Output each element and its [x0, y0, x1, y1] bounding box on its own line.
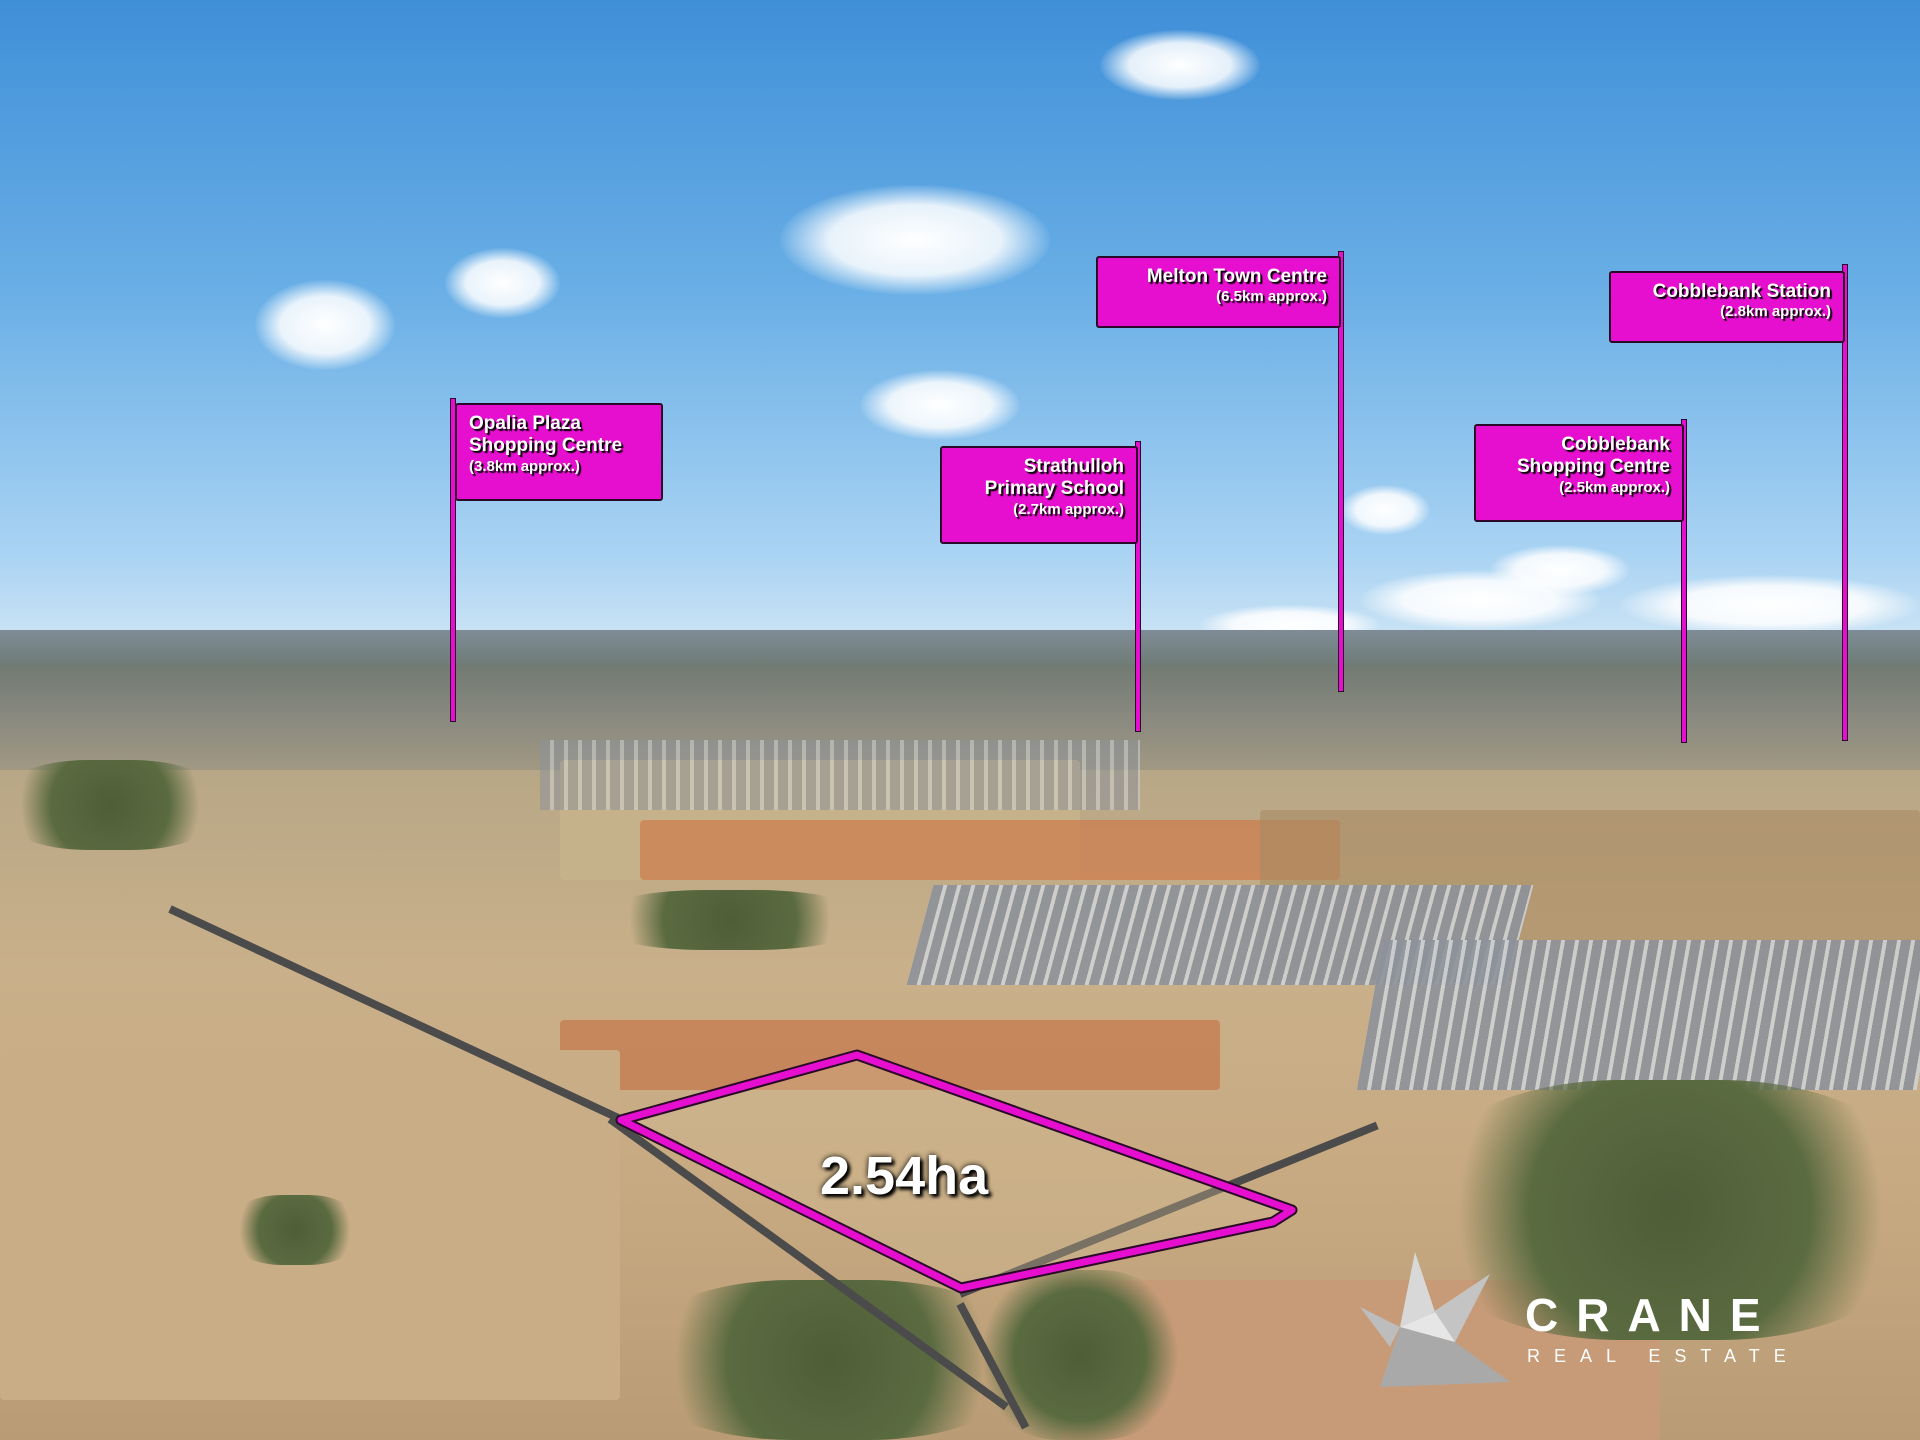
flag-pole	[1135, 441, 1141, 732]
flag-distance: (2.5km approx.)	[1559, 478, 1670, 496]
cleared-land	[640, 820, 1340, 880]
tree-cluster	[230, 1195, 360, 1265]
brand-name: CRANE	[1525, 1289, 1779, 1341]
crane-logo-icon	[1360, 1252, 1510, 1387]
tree-cluster	[1420, 1080, 1920, 1340]
flag-name: Cobblebank Station	[1652, 281, 1831, 302]
cloud	[1360, 570, 1600, 630]
flag-melton-town-centre: Melton Town Centre (6.5km approx.)	[1096, 256, 1341, 328]
distant-hills	[0, 630, 1920, 670]
flag-pole	[1681, 419, 1687, 743]
flag-name: Cobblebank	[1561, 434, 1670, 455]
flag-distance: (2.8km approx.)	[1720, 303, 1831, 321]
flag-strathulloh-school: Strathulloh Primary School (2.7km approx…	[940, 446, 1138, 544]
flag-name: Melton Town Centre	[1146, 266, 1327, 287]
flag-name: Shopping Centre	[469, 435, 623, 457]
cloud	[445, 248, 560, 318]
flag-cobblebank-station: Cobblebank Station (2.8km approx.)	[1609, 271, 1845, 343]
flag-name: Primary School	[984, 478, 1124, 500]
tree-cluster	[0, 760, 220, 850]
cloud	[1100, 30, 1260, 100]
flag-distance: (3.8km approx.)	[469, 457, 580, 475]
flag-pole	[1842, 264, 1848, 741]
cloud	[255, 280, 395, 370]
flag-name: Strathulloh	[1023, 456, 1124, 477]
parcel-area-label: 2.54ha	[820, 1146, 989, 1206]
flag-cobblebank-shopping: Cobblebank Shopping Centre (2.5km approx…	[1474, 424, 1684, 522]
tree-cluster	[600, 890, 860, 950]
housing-estate	[540, 740, 1140, 810]
cloud	[1620, 575, 1920, 635]
flag-distance: (2.7km approx.)	[1013, 500, 1124, 518]
flag-pole	[450, 398, 456, 722]
red-soil-paddock	[560, 1020, 1220, 1090]
flag-pole	[1338, 251, 1344, 692]
cloud	[860, 370, 1020, 440]
flag-distance: (6.5km approx.)	[1216, 288, 1327, 306]
cloud	[1340, 485, 1430, 535]
flag-name: Shopping Centre	[1516, 456, 1670, 478]
flag-opalia-plaza: Opalia Plaza Shopping Centre (3.8km appr…	[455, 403, 663, 501]
cloud	[780, 185, 1050, 295]
brand-tagline: REAL ESTATE	[1527, 1346, 1800, 1366]
flag-name: Opalia Plaza	[469, 413, 581, 434]
